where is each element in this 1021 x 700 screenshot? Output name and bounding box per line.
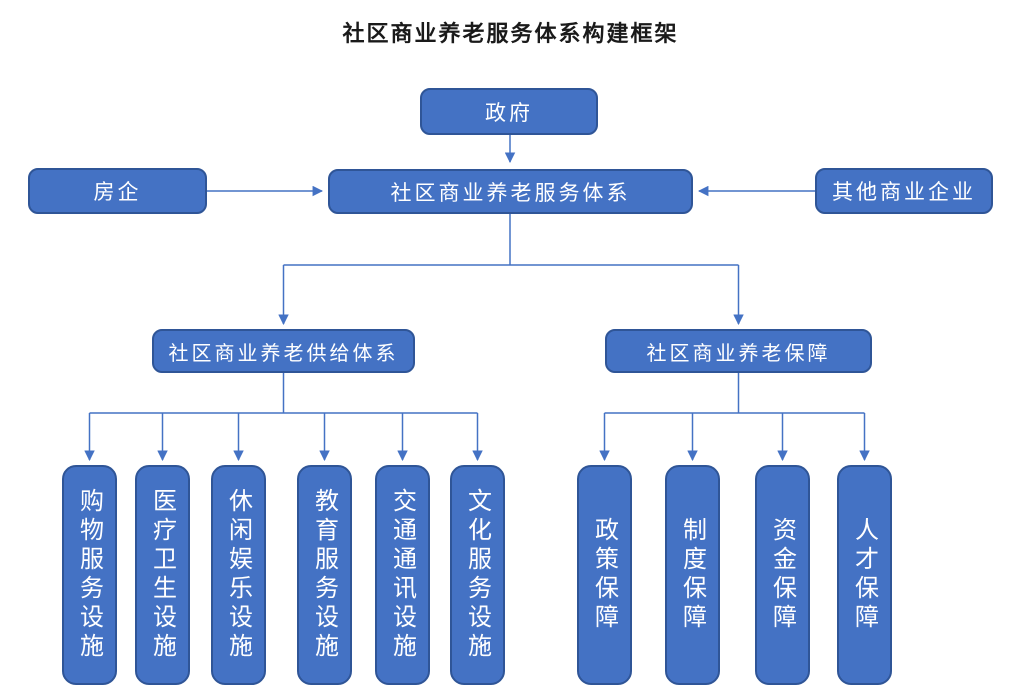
node-guarantee-system: 社区商业养老保障 xyxy=(605,329,872,373)
guarantee-box-policy: 政策保障 xyxy=(577,465,632,685)
node-guarantee-system-label: 社区商业养老保障 xyxy=(646,340,831,365)
node-government-label: 政府 xyxy=(485,100,533,125)
facility-label: 休闲娱乐设施 xyxy=(224,488,253,662)
guarantee-box-institution: 制度保障 xyxy=(665,465,720,685)
node-service-system: 社区商业养老服务体系 xyxy=(328,169,693,214)
facility-label: 文化服务设施 xyxy=(463,488,492,662)
facility-label: 医疗卫生设施 xyxy=(148,488,177,662)
guarantee-box-talent: 人才保障 xyxy=(837,465,892,685)
facility-box-shopping: 购物服务设施 xyxy=(62,465,117,685)
facility-box-culture: 文化服务设施 xyxy=(450,465,505,685)
guarantee-label: 人才保障 xyxy=(850,517,879,633)
facility-box-medical: 医疗卫生设施 xyxy=(135,465,190,685)
guarantee-label: 政策保障 xyxy=(590,517,619,633)
node-real-estate: 房企 xyxy=(28,168,207,214)
facility-box-transport: 交通通讯设施 xyxy=(375,465,430,685)
node-real-estate-label: 房企 xyxy=(93,180,142,204)
facility-box-education: 教育服务设施 xyxy=(297,465,352,685)
guarantee-box-funding: 资金保障 xyxy=(755,465,810,685)
node-government: 政府 xyxy=(420,88,598,135)
facility-label: 购物服务设施 xyxy=(75,488,104,662)
node-supply-system: 社区商业养老供给体系 xyxy=(152,329,415,373)
guarantee-label: 资金保障 xyxy=(768,517,797,633)
diagram-title: 社区商业养老服务体系构建框架 xyxy=(342,22,679,47)
node-supply-system-label: 社区商业养老供给体系 xyxy=(168,340,399,365)
node-other-business: 其他商业企业 xyxy=(815,168,993,214)
facility-box-leisure: 休闲娱乐设施 xyxy=(211,465,266,685)
facility-label: 交通通讯设施 xyxy=(388,488,417,662)
guarantee-label: 制度保障 xyxy=(678,517,707,633)
node-other-business-label: 其他商业企业 xyxy=(832,180,976,204)
facility-label: 教育服务设施 xyxy=(310,488,339,662)
node-service-system-label: 社区商业养老服务体系 xyxy=(390,180,631,205)
